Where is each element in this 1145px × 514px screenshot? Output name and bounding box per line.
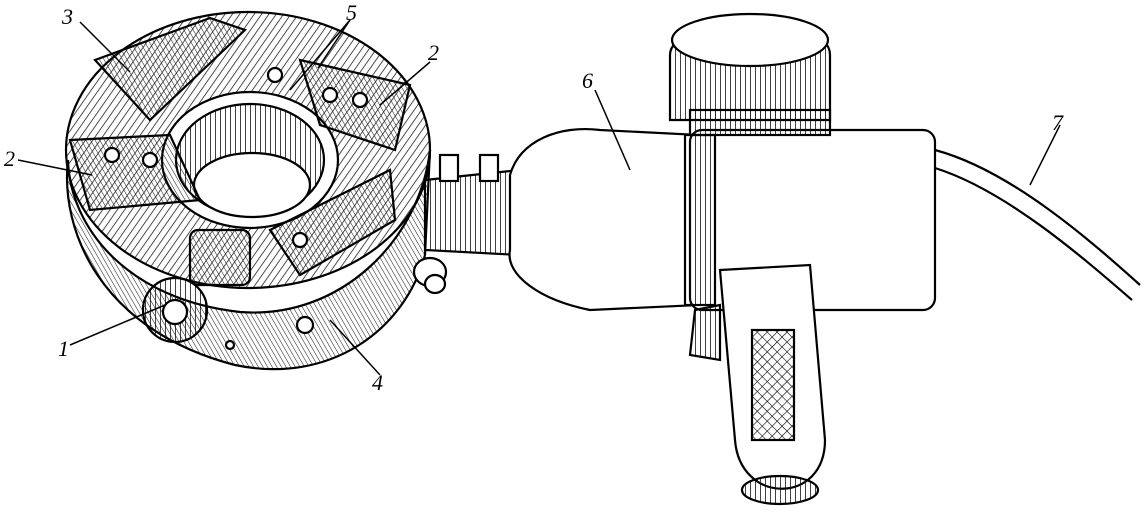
callout-6: 6 [582,68,593,93]
callout-4: 4 [372,370,383,395]
leader-2-right [379,61,431,106]
motor-housing [508,12,1141,506]
leader-6 [594,89,631,171]
ring-head [64,10,448,371]
leader-3 [79,21,131,73]
callout-2-right: 2 [428,40,439,65]
leader-7 [1029,124,1061,186]
callout-5: 5 [346,0,357,25]
leader-5b [317,19,351,69]
callout-1: 1 [58,336,69,361]
drive-neck [423,153,522,257]
leader-2-left [17,159,93,176]
leader-1 [69,304,166,346]
leader-lines [17,19,1061,376]
callout-3: 3 [62,4,73,29]
callout-7: 7 [1052,110,1063,135]
callout-2-left: 2 [4,146,15,171]
leader-4 [329,319,381,376]
leader-5a [289,19,351,91]
